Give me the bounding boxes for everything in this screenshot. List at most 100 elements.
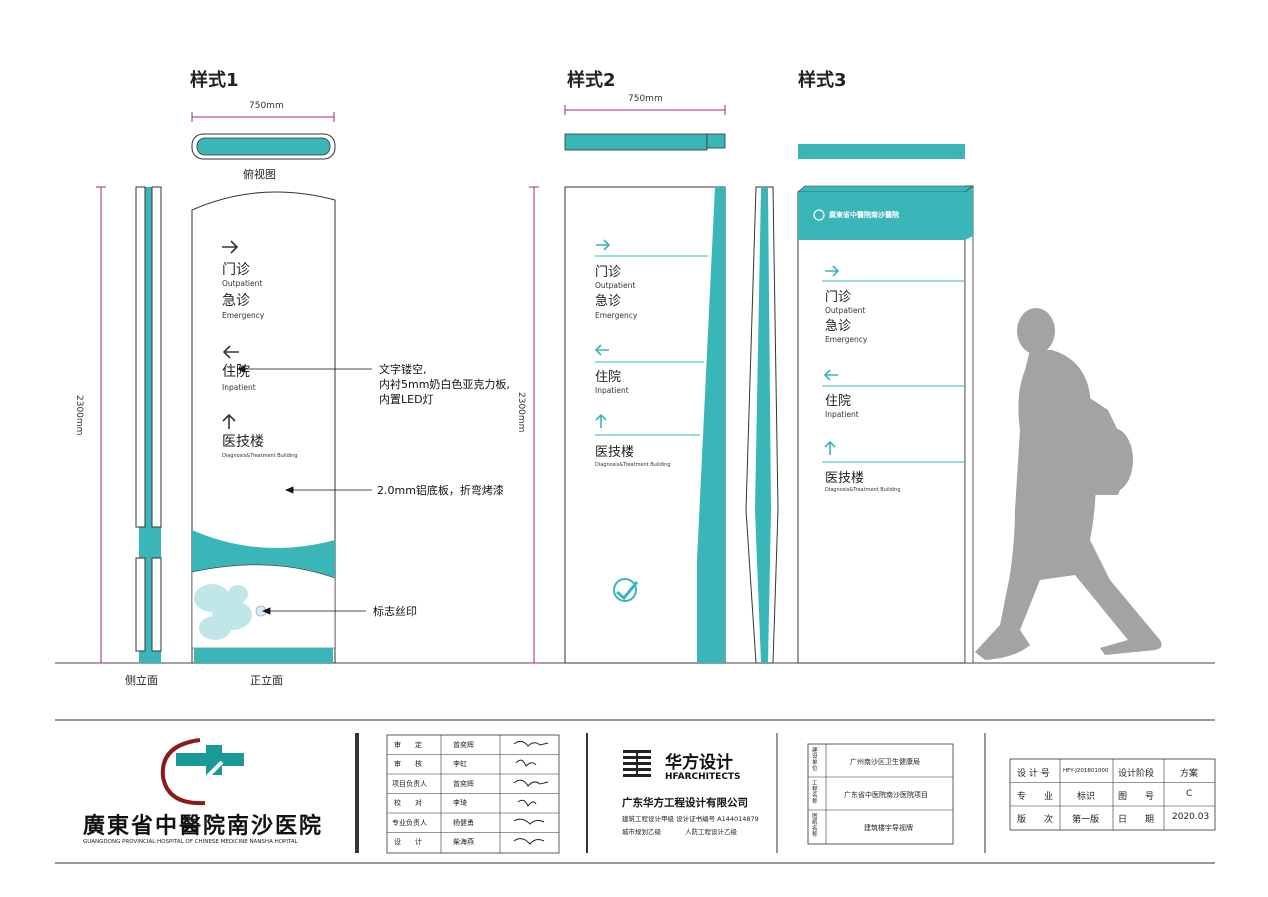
project-label-2: 工程名称 <box>812 781 818 805</box>
meta-v1-3: 第一版 <box>1072 815 1100 825</box>
meta-v2-2: C <box>1186 789 1193 799</box>
style1-side-elevation <box>135 186 162 663</box>
style2-height-dimension <box>529 186 539 664</box>
hospital-name: 廣東省中醫院南沙医院 <box>83 813 324 839</box>
s1-diagnosis-zh: 医技楼 <box>222 434 264 450</box>
s1-emergency-zh: 急诊 <box>222 293 250 309</box>
arrow-right-icon <box>825 265 840 277</box>
style2-width-label: 750mm <box>628 94 663 104</box>
walking-person-silhouette <box>975 308 1162 660</box>
s2-diagnosis-zh: 医技楼 <box>595 445 635 460</box>
cloud-decoration <box>194 584 252 640</box>
arrow-left-icon <box>823 369 838 381</box>
meta-v2-3: 2020.03 <box>1172 812 1210 822</box>
s1-outpatient-zh: 门诊 <box>222 262 250 278</box>
approval-role-2: 审 核 <box>394 760 422 768</box>
s3-outpatient-zh: 门诊 <box>825 290 852 305</box>
annotation-leaders <box>236 365 372 615</box>
aluminum-note: 2.0mm铝底板，折弯烤漆 <box>377 484 504 497</box>
meta-k1-3: 版 次 <box>1017 815 1054 825</box>
approval-role-3: 项目负责人 <box>392 780 427 788</box>
logo-print-note: 标志丝印 <box>373 605 417 618</box>
approval-name-3: 曾奕辉 <box>453 780 474 788</box>
project-value-2: 广东省中医院南沙医院项目 <box>844 791 928 799</box>
s1-diagnosis-en: Diagnosis&Treatment Building <box>222 453 298 459</box>
text-cutout-note: 文字镂空, 内衬5mm奶白色亚克力板, 内置LED灯 <box>379 362 529 407</box>
project-label-1: 建设单位 <box>812 748 818 772</box>
s2-diagnosis-en: Diagnosis&Treatment Building <box>595 462 671 468</box>
style3-title: 样式3 <box>798 70 847 91</box>
style2-top-view <box>564 133 726 151</box>
s2-emergency-en: Emergency <box>595 311 638 320</box>
meta-v2-1: 方案 <box>1180 769 1199 779</box>
style2-front-elevation <box>564 186 726 664</box>
s2-outpatient-en: Outpatient <box>595 281 636 290</box>
approval-role-5: 专业负责人 <box>392 819 427 827</box>
s3-diagnosis-en: Diagnosis&Treatment Building <box>825 487 901 493</box>
arrow-right-icon <box>222 240 239 254</box>
s1-emergency-en: Emergency <box>222 311 265 320</box>
meta-k2-2: 图 号 <box>1118 792 1155 802</box>
style3-top-view <box>798 144 965 159</box>
style2-width-dimension <box>564 105 726 115</box>
meta-k2-1: 设计阶段 <box>1118 769 1155 779</box>
style1-width-label: 750mm <box>249 101 284 111</box>
meta-v1-2: 标识 <box>1077 792 1096 802</box>
meta-k1-2: 专 业 <box>1017 792 1054 802</box>
approval-role-1: 审 定 <box>394 741 422 749</box>
approval-signatures <box>513 740 549 845</box>
firm-name-en: HFARCHITECTS <box>665 772 741 782</box>
arrow-left-icon <box>594 344 609 356</box>
approval-name-5: 杨健勇 <box>453 819 474 827</box>
meta-v1-1: HFY-J201801000 <box>1063 768 1109 774</box>
style2-title: 样式2 <box>567 70 616 91</box>
cert-line-2b: 人防工程设计乙级 <box>685 828 737 836</box>
s3-header-text: 廣東省中醫院南沙醫院 <box>829 211 899 219</box>
header-logo-icon <box>813 209 825 221</box>
style1-title: 样式1 <box>190 70 239 91</box>
s2-outpatient-zh: 门诊 <box>595 265 622 280</box>
project-label-3: 图纸名称 <box>812 814 818 838</box>
s2-inpatient-en: Inpatient <box>595 386 629 395</box>
arrow-up-icon <box>222 413 236 429</box>
front-elevation-label: 正立面 <box>250 674 283 687</box>
note-line-2: 内衬5mm奶白色亚克力板, <box>379 378 510 391</box>
hospital-name-en: GUANGDONG PROVINCIAL HOSPITAL OF CHINESE… <box>83 839 298 845</box>
note-line-3: 内置LED灯 <box>379 393 434 406</box>
top-view-label: 俯视图 <box>243 168 276 181</box>
style1-width-dimension <box>191 112 335 122</box>
arrow-left-icon <box>222 345 239 359</box>
title-block-frame <box>55 719 1216 864</box>
hospital-logo <box>160 738 244 806</box>
s1-inpatient-zh: 住院 <box>222 364 250 380</box>
note-line-1: 文字镂空, <box>379 363 427 376</box>
s3-inpatient-zh: 住院 <box>825 394 852 409</box>
meta-k1-1: 设 计 号 <box>1017 769 1050 779</box>
style1-front-elevation <box>191 191 336 664</box>
s1-inpatient-en: Inpatient <box>222 383 256 392</box>
style1-top-view <box>191 133 336 160</box>
style1-height-dimension <box>96 186 106 664</box>
s2-inpatient-zh: 住院 <box>595 370 622 385</box>
hospital-logo-icon <box>613 578 639 602</box>
arrow-up-icon <box>595 413 607 428</box>
s3-emergency-en: Emergency <box>825 335 868 344</box>
approval-name-4: 李琦 <box>453 799 467 807</box>
firm-logo-icon <box>623 750 651 777</box>
style3-front-elevation <box>797 185 974 664</box>
s3-emergency-zh: 急诊 <box>825 319 852 334</box>
approval-name-6: 柴海燕 <box>453 838 474 846</box>
approval-role-4: 校 对 <box>394 799 422 807</box>
company-name: 广东华方工程设计有限公司 <box>622 797 748 809</box>
s1-outpatient-en: Outpatient <box>222 279 263 288</box>
arrow-right-icon <box>596 239 611 251</box>
style1-height-label: 2300mm <box>74 395 84 436</box>
approval-name-2: 李虹 <box>453 760 467 768</box>
side-elevation-label: 侧立面 <box>125 674 158 687</box>
cert-line-1: 建筑工程设计甲级 设计证书编号 A144014879 <box>622 815 759 823</box>
cert-line-2a: 城市规划乙级 <box>622 828 661 836</box>
firm-name-cn: 华方设计 <box>665 753 733 773</box>
project-value-3: 建筑楼宇导视牌 <box>864 824 913 832</box>
s2-emergency-zh: 急诊 <box>595 294 622 309</box>
